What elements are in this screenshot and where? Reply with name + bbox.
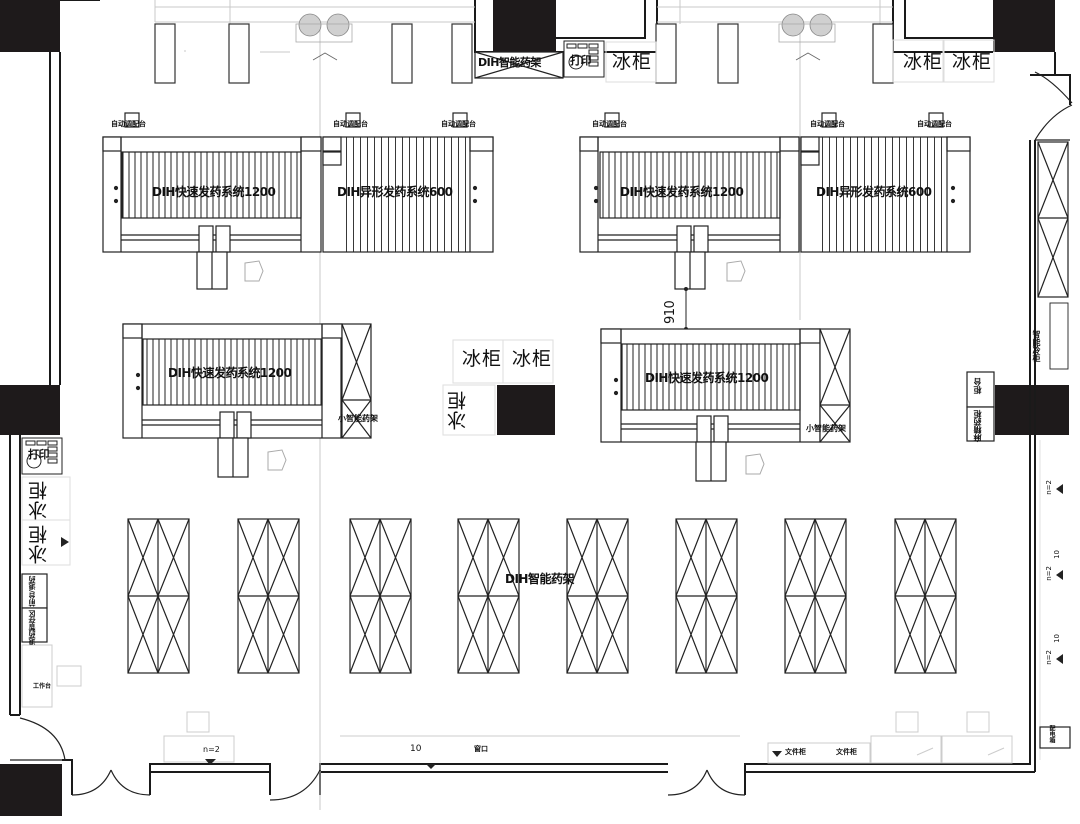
dispense-1200-mid-left <box>122 323 343 478</box>
label-smart-cold-cabinet: 智能冷柜 <box>1032 330 1041 362</box>
right-wall-shelf <box>1037 141 1069 370</box>
shelf-unit-4 <box>457 518 520 674</box>
top-fridge-boxes <box>605 39 995 83</box>
top-sink-right <box>778 13 836 61</box>
label-dispense-1200-mid-left: DIH快速发药系统1200 <box>168 366 292 380</box>
label-wall-n2-c: n=2 <box>1045 650 1053 665</box>
left-desk <box>21 644 82 708</box>
left-fridge-marker <box>61 537 69 547</box>
chair-icon <box>267 449 287 471</box>
label-fridge-top-3: 冰柜 <box>952 51 993 73</box>
label-side-cabinet-2: 麻精药柜 <box>973 410 982 442</box>
label-corner-box: 配电箱 <box>1048 725 1055 743</box>
label-dispense-1200-mid-right: DIH快速发药系统1200 <box>645 371 769 385</box>
label-fridge-top-2: 冰柜 <box>903 51 944 73</box>
right-side-cabinet <box>966 371 995 442</box>
bottom-right-double-door[interactable] <box>668 765 745 800</box>
label-fridge-center-2: 冰柜 <box>512 348 553 370</box>
label-left-counter-2: 退药暂存区 <box>28 610 36 645</box>
label-wall-n2-a: n=2 <box>1045 480 1053 495</box>
dispense-1200-top-left <box>102 112 322 290</box>
label-dispense-600-top-right: DIH异形发药系统600 <box>816 185 932 199</box>
label-fridge-center-vertical: 冰柜 <box>447 390 469 430</box>
label-dispense-1200-top-right: DIH快速发药系统1200 <box>620 185 744 199</box>
right-door <box>1034 71 1073 141</box>
right-wall-markers <box>1056 484 1063 664</box>
dih-smart-shelves <box>127 518 957 674</box>
shelf-unit-8 <box>894 518 957 674</box>
label-bottom-n2: n=2 <box>203 745 220 754</box>
label-workstation-6: 自动调配台 <box>917 120 952 128</box>
file-cabinet-marker <box>772 751 782 757</box>
chair-icon <box>726 260 746 282</box>
left-fridge-boxes <box>21 476 71 566</box>
top-wall-pillars <box>154 23 894 84</box>
dispense-600-top-right <box>800 112 971 253</box>
label-left-desk: 工作台 <box>33 683 52 690</box>
top-dih-shelf <box>474 51 564 79</box>
shelf-unit-5 <box>566 518 629 674</box>
shelf-unit-7 <box>784 518 847 674</box>
window-marker-center <box>426 764 436 769</box>
label-bottom-10: 10 <box>410 744 422 754</box>
label-left-print: 打印 <box>28 448 50 461</box>
shelf-unit-2 <box>237 518 300 674</box>
small-smart-shelf-mid-right <box>819 328 851 443</box>
left-counter <box>21 573 48 643</box>
label-fridge-center-1: 冰柜 <box>462 348 503 370</box>
bottom-left-double-door[interactable] <box>72 765 150 800</box>
left-printer <box>21 437 63 475</box>
label-small-smart-shelf-left: 小智能药架 <box>338 414 378 423</box>
right-double-door[interactable] <box>1035 75 1075 140</box>
chair-icon <box>244 260 264 282</box>
top-printer-unit <box>563 40 605 78</box>
bottom-right-desks <box>767 711 1013 764</box>
chair-icon <box>745 453 765 475</box>
label-workstation-1: 自动调配台 <box>111 120 146 128</box>
shelf-unit-6 <box>675 518 738 674</box>
bottom-center-door[interactable] <box>270 765 320 800</box>
left-side-door[interactable] <box>20 715 65 760</box>
label-wall-10-a: 10 <box>1053 550 1061 559</box>
label-fridge-top-1: 冰柜 <box>612 51 653 73</box>
label-dispense-1200-top-left: DIH快速发药系统1200 <box>152 185 276 199</box>
label-wall-n2-b: n=2 <box>1045 566 1053 581</box>
dimension-910 <box>684 287 688 331</box>
label-top-print: 打印 <box>570 54 592 67</box>
shelf-unit-1 <box>127 518 190 674</box>
shelf-unit-3 <box>349 518 412 674</box>
label-workstation-2: 自动调配台 <box>333 120 368 128</box>
label-file-cabinet-1: 文件柜 <box>785 748 806 756</box>
window-marker-left <box>205 759 216 765</box>
bottom-doors <box>10 717 746 801</box>
center-fridge-boxes <box>442 339 554 436</box>
label-side-cabinet: 柜台 <box>973 378 982 394</box>
bottom-right-box <box>1039 726 1071 749</box>
dispense-1200-mid-right <box>600 328 821 482</box>
label-dih-smart-shelf: DIH智能药架 <box>505 572 574 586</box>
label-small-smart-shelf-right: 小智能药架 <box>806 424 846 433</box>
small-smart-shelf-mid-left <box>341 323 372 439</box>
label-workstation-5: 自动调配台 <box>810 120 845 128</box>
label-dimension-910: 910 <box>663 300 678 324</box>
label-fridge-left-1: 冰柜 <box>28 480 50 520</box>
bottom-left-desk <box>163 711 740 763</box>
label-dispense-600-top-left: DIH异形发药系统600 <box>337 185 453 199</box>
label-top-dih-shelf: DIH智能药架 <box>478 56 541 69</box>
dispense-600-top-left <box>322 112 494 253</box>
label-workstation-4: 自动调配台 <box>592 120 627 128</box>
label-file-cabinet-2: 文件柜 <box>836 748 857 756</box>
label-fridge-left-2: 冰柜 <box>28 524 50 564</box>
top-sink-left <box>295 13 353 61</box>
label-workstation-3: 自动调配台 <box>441 120 476 128</box>
dispense-1200-top-right <box>579 112 800 290</box>
label-left-counter-1: 前台/退药 <box>28 576 36 607</box>
label-wall-10-b: 10 <box>1053 634 1061 643</box>
label-bottom-window: 窗口 <box>474 745 488 753</box>
